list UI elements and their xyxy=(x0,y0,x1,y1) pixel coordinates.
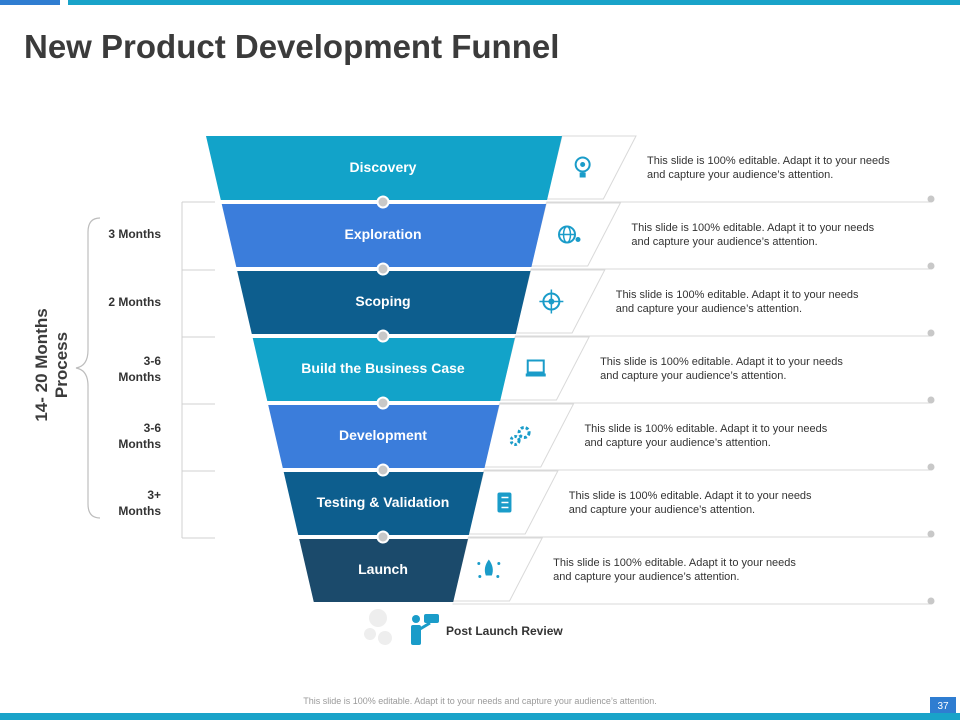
stage-description-line1: This slide is 100% editable. Adapt it to… xyxy=(553,557,796,569)
stage-duration-line2: Months xyxy=(118,436,161,451)
laptop-icon xyxy=(525,359,546,377)
segment-connector-dot xyxy=(376,262,390,276)
funnel-segment xyxy=(237,271,531,334)
stage-duration: 3 Months xyxy=(97,226,161,242)
funnel-stage-label: Exploration xyxy=(344,225,422,242)
stage-duration-line2: Months xyxy=(118,503,161,518)
funnel-stage-label: Discovery xyxy=(349,158,417,175)
row-divider-dot xyxy=(927,530,935,538)
segment-connector-dot xyxy=(376,396,390,410)
funnel-stage-label: Launch xyxy=(358,560,408,577)
stage-description-line1: This slide is 100% editable. Adapt it to… xyxy=(647,155,890,167)
target-icon xyxy=(539,289,564,314)
row-divider-dot xyxy=(927,195,935,203)
stage-description-line2: and capture your audience’s attention. xyxy=(568,504,756,516)
stage-description-line1: This slide is 100% editable. Adapt it to… xyxy=(584,423,828,435)
stage-description: This slide is 100% editable. Adapt it to… xyxy=(584,422,864,450)
stage-description-line2: and capture your audience’s attention. xyxy=(631,236,818,248)
icon-band xyxy=(545,135,637,200)
stage-description-line1: This slide is 100% editable. Adapt it to… xyxy=(631,222,875,234)
segment-connector-dot xyxy=(376,530,390,544)
funnel-segment xyxy=(299,539,468,602)
page-number: 37 xyxy=(930,697,956,717)
decor-bubble xyxy=(378,631,392,645)
funnel-segment xyxy=(206,136,562,200)
funnel-stage-label: Testing & Validation xyxy=(316,493,450,510)
stage-description: This slide is 100% editable. Adapt it to… xyxy=(553,556,833,584)
stage-description: This slide is 100% editable. Adapt it to… xyxy=(569,489,849,517)
lightbulb-icon xyxy=(574,156,591,178)
funnel-stage-label: Scoping xyxy=(355,292,411,309)
post-launch-review-label: Post Launch Review xyxy=(446,624,563,638)
process-brace xyxy=(75,217,101,519)
stage-description-line2: and capture your audience’s attention. xyxy=(615,303,803,315)
decor-bubble xyxy=(369,609,387,627)
row-divider-dot xyxy=(927,329,935,337)
funnel-segment xyxy=(268,405,500,468)
stage-duration-line1: 3 Months xyxy=(108,227,161,241)
footer-text: This slide is 100% editable. Adapt it to… xyxy=(303,696,657,706)
funnel-stage-label: Development xyxy=(339,426,427,443)
stage-description-line1: This slide is 100% editable. Adapt it to… xyxy=(568,490,812,502)
checklist-icon xyxy=(497,492,512,513)
bottom-accent-bar xyxy=(0,713,960,720)
stage-duration-line1: 3-6 xyxy=(143,420,161,435)
page-title: New Product Development Funnel xyxy=(24,28,560,65)
top-accent-bar-right xyxy=(68,0,960,5)
stage-description: This slide is 100% editable. Adapt it to… xyxy=(600,355,880,383)
stage-duration-line1: 2 Months xyxy=(108,294,161,309)
funnel-stage-label: Build the Business Case xyxy=(301,359,465,376)
stage-duration-line2: Months xyxy=(118,369,161,384)
globe-icon xyxy=(558,225,581,244)
gears-icon xyxy=(509,426,531,446)
row-divider-dot xyxy=(927,463,935,471)
stage-description-line1: This slide is 100% editable. Adapt it to… xyxy=(600,356,843,368)
stage-duration-line1: 3-6 xyxy=(143,353,161,368)
funnel-segment xyxy=(221,204,547,267)
stage-duration: 2 Months xyxy=(97,294,161,310)
process-duration-line1: 14- 20 Months xyxy=(32,308,51,422)
segment-connector-dot xyxy=(376,195,390,209)
row-divider-dot xyxy=(927,597,935,605)
stage-description: This slide is 100% editable. Adapt it to… xyxy=(631,221,911,249)
funnel-segment xyxy=(283,472,484,535)
funnel-segment xyxy=(252,338,515,401)
stage-duration: 3+Months xyxy=(97,487,161,519)
row-divider-dot xyxy=(927,262,935,270)
stage-description-line1: This slide is 100% editable. Adapt it to… xyxy=(615,289,859,301)
process-duration-line2: Process xyxy=(52,331,71,399)
stage-description: This slide is 100% editable. Adapt it to… xyxy=(647,154,927,182)
decor-bubble xyxy=(364,628,376,640)
segment-connector-dot xyxy=(376,329,390,343)
stage-description-line2: and capture your audience’s attention. xyxy=(553,571,740,583)
segment-connector-dot xyxy=(376,463,390,477)
row-divider-dot xyxy=(927,396,935,404)
presenter-icon xyxy=(411,614,439,645)
stage-description-line2: and capture your audience’s attention. xyxy=(600,370,787,382)
stage-duration-line1: 3+ xyxy=(147,487,161,502)
rocket-icon xyxy=(477,559,501,578)
stage-description-line2: and capture your audience’s attention. xyxy=(584,437,771,449)
stage-description: This slide is 100% editable. Adapt it to… xyxy=(616,288,896,316)
stage-description-line2: and capture your audience’s attention. xyxy=(647,169,834,181)
top-accent-bar-left xyxy=(0,0,60,5)
